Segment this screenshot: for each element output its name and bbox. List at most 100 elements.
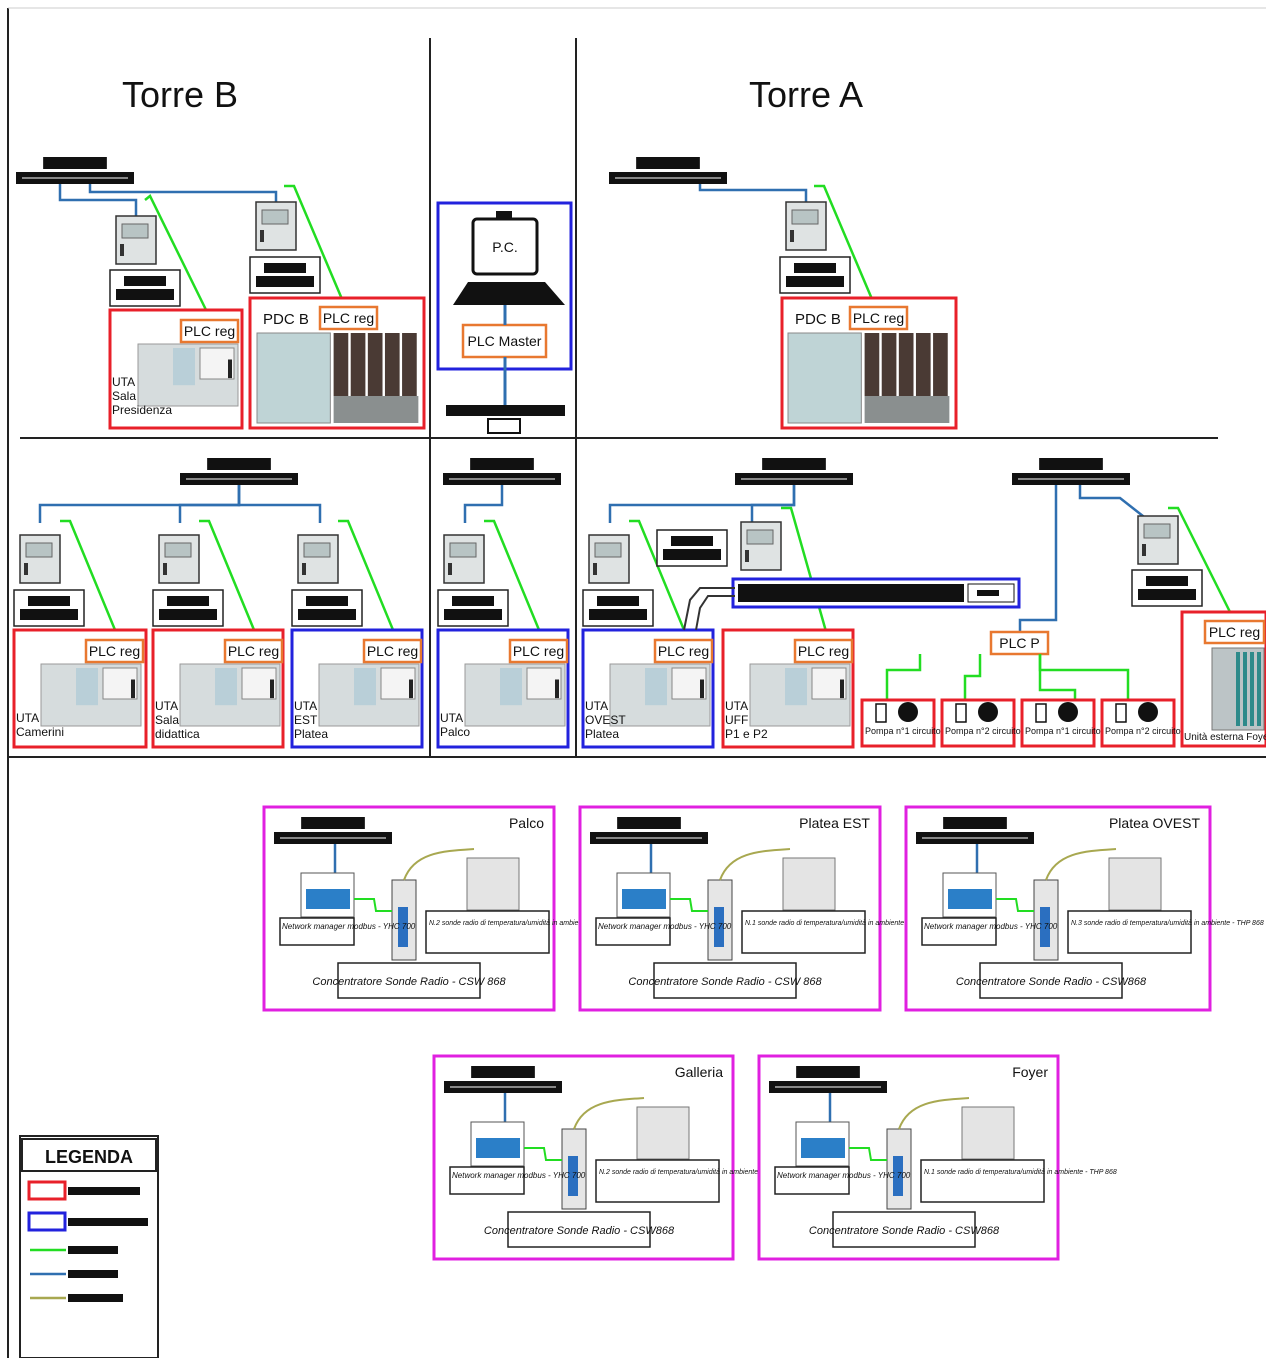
- pc-icon: [453, 211, 565, 305]
- bus-line: [1018, 485, 1058, 632]
- pump-body: [1115, 703, 1127, 723]
- terminal-frame: [152, 589, 224, 627]
- terminal-frame: [779, 256, 851, 294]
- terminal-top: [452, 596, 494, 606]
- uta-unit-image: [609, 663, 711, 727]
- terminal-keys: [1138, 589, 1196, 600]
- plc-link: [60, 519, 122, 643]
- master-switch-bar: [446, 405, 565, 416]
- pump-icon: [898, 702, 918, 722]
- network-manager-screen: [476, 1138, 520, 1158]
- uta-label-0: UTA: [16, 711, 39, 725]
- chiller-coil: [933, 333, 948, 396]
- concentrator-label: Concentratore Sonde Radio - CSW 868: [628, 976, 822, 988]
- terminal-uff: [656, 529, 728, 567]
- legend-bus-text: [68, 1270, 118, 1278]
- plc-link: [1038, 654, 1130, 703]
- chiller-coil: [915, 333, 931, 396]
- uta-label-4: Platea: [585, 727, 619, 741]
- plc-link: [484, 519, 546, 643]
- radio-link: [898, 1097, 970, 1130]
- ahu-panel: [215, 668, 237, 706]
- plc-master-label-frame: [461, 323, 548, 359]
- switch-mid-center: [443, 458, 561, 485]
- ahu-handle: [228, 359, 232, 379]
- terminal-keys: [444, 609, 502, 620]
- terminal-frame: [656, 529, 728, 567]
- external-unit-grille: [1250, 652, 1254, 726]
- pump-body: [1035, 703, 1047, 723]
- main-switch-port-inner: [977, 590, 999, 596]
- radio-group-title: Platea EST: [799, 815, 870, 831]
- bus-line: [178, 485, 241, 523]
- switch-radio: [590, 817, 708, 844]
- radio-group-title: Foyer: [1012, 1064, 1048, 1080]
- modbus-link: [849, 1147, 887, 1161]
- switch-mid-far-right: [1012, 458, 1130, 485]
- uta-label-2: EST: [294, 713, 318, 727]
- plc-master-label: PLC Master: [468, 333, 542, 349]
- network-manager-box: [279, 917, 355, 946]
- uta-label-1: UTA: [155, 699, 178, 713]
- radio-group-title: Galleria: [675, 1064, 723, 1080]
- chiller-base: [333, 396, 419, 423]
- legend-title: LEGENDA: [45, 1147, 133, 1167]
- controller-body: [588, 534, 630, 584]
- probes-label: N.2 sonde radio di temperatura/umidità i…: [599, 1169, 792, 1176]
- bus-line: [237, 485, 322, 523]
- uta-label-4: OVEST: [585, 713, 626, 727]
- controller-pdc-a: [785, 201, 827, 251]
- chiller-base: [864, 396, 950, 423]
- switch-top: [943, 817, 1007, 829]
- ahu-handle: [555, 679, 559, 699]
- pump-icon: [978, 702, 998, 722]
- uta-unit-image: [40, 663, 142, 727]
- controller-body: [740, 521, 782, 571]
- controller-display: [303, 542, 331, 558]
- controller-foyer: [1137, 515, 1179, 565]
- chiller-coil: [864, 333, 880, 396]
- controller-display: [746, 529, 774, 545]
- switch-radio: [444, 1066, 562, 1093]
- plc-reg-label: PLC reg: [1209, 624, 1260, 640]
- uta-unit-image: [318, 663, 420, 727]
- plc-reg-label-frame: [318, 305, 379, 331]
- uta-label-5: P1 e P2: [725, 727, 768, 741]
- switch-torre-b: [16, 157, 134, 184]
- terminal-frame: [437, 589, 509, 627]
- plc-link: [1168, 506, 1240, 629]
- ahu-handle: [700, 679, 704, 699]
- plc-reg-label: PLC reg: [658, 643, 709, 659]
- radio-link: [1045, 848, 1117, 881]
- ahu-panel: [785, 668, 807, 706]
- plc-link: [338, 519, 400, 643]
- chiller-panel: [256, 332, 331, 424]
- ahu-panel: [645, 668, 667, 706]
- terminal-keys: [116, 289, 174, 300]
- controller-uta: [443, 534, 485, 584]
- legend-title-frame: [21, 1138, 157, 1172]
- terminal-top: [28, 596, 70, 606]
- controller-led: [1142, 544, 1146, 556]
- terminal-top: [124, 276, 166, 286]
- controller-led: [24, 563, 28, 575]
- concentrator-panel: [893, 1156, 903, 1196]
- pump-frame: [860, 698, 936, 748]
- switch-radio: [274, 817, 392, 844]
- chiller-coil: [367, 333, 383, 396]
- concentrator-panel: [398, 907, 408, 947]
- controller-uta: [740, 521, 782, 571]
- switch-mid-right: [735, 458, 853, 485]
- probes-label: N.2 sonde radio di temperatura/umidità i…: [429, 920, 622, 927]
- radio-group-title: Platea OVEST: [1109, 815, 1200, 831]
- terminal-keys: [589, 609, 647, 620]
- terminal-frame: [1131, 569, 1203, 607]
- external-unit-label: Unità esterna Foyer: [1184, 732, 1266, 743]
- terminal-top: [264, 263, 306, 273]
- ahu-handle: [409, 679, 413, 699]
- ahu-handle: [840, 679, 844, 699]
- plc-reg-label-frame: [653, 638, 714, 664]
- concentrator-box: [337, 962, 481, 999]
- controller-display: [121, 223, 149, 239]
- network-manager-screen: [306, 889, 350, 909]
